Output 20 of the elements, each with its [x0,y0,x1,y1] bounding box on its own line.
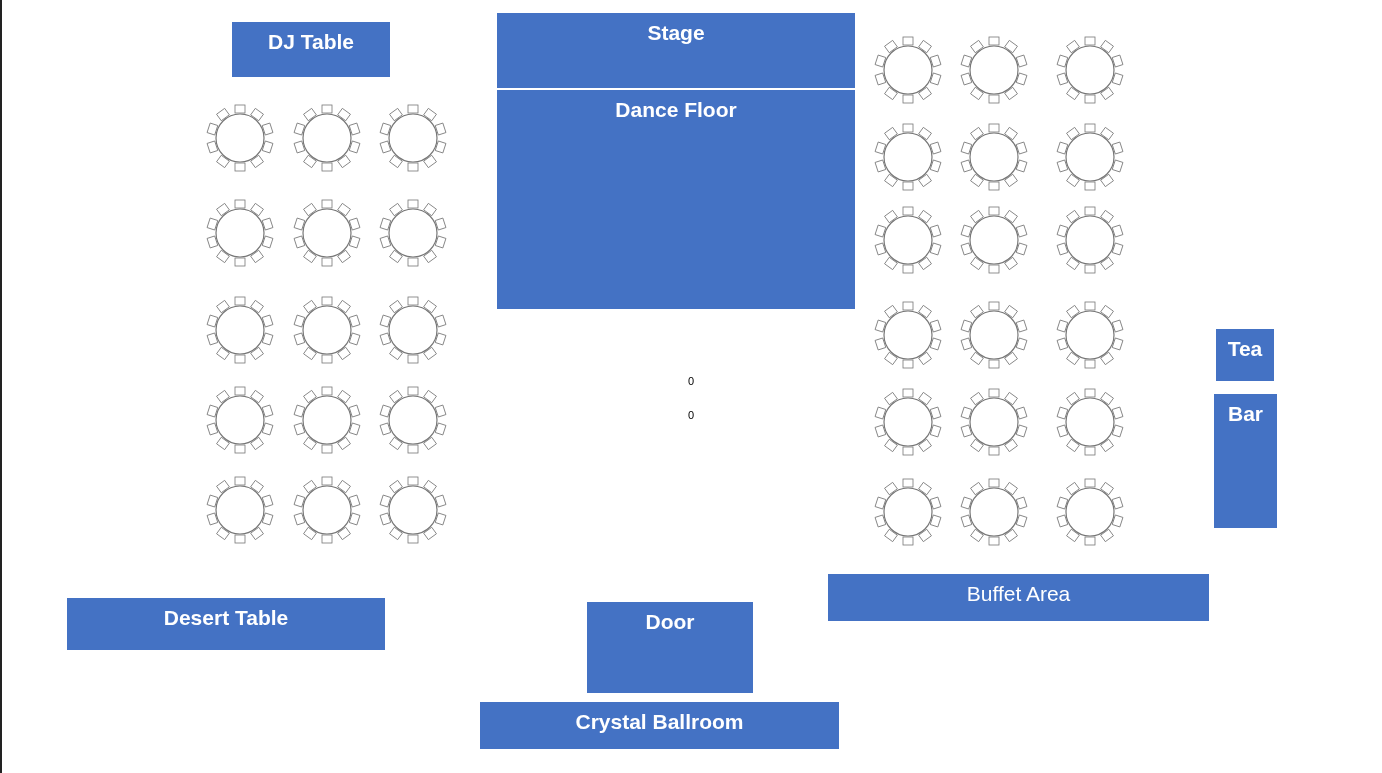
area-label: Desert Table [163,606,289,630]
area-label: Buffet Area [966,582,1071,606]
number-label: 0 [688,409,695,421]
area-label: Door [645,610,695,634]
area-label: Stage [647,21,705,45]
area-label: Tea [1227,337,1263,361]
buffet-area [828,574,1209,621]
tea-station [1216,329,1274,381]
dj-table-area [232,22,390,77]
area-label: DJ Table [268,30,354,54]
dessert-table-area [67,598,385,650]
bar-counter [1214,394,1277,528]
ballroom-name-banner [480,702,839,749]
area-label: Dance Floor [615,98,737,122]
area-label: Crystal Ballroom [575,710,744,734]
door-area [587,602,753,693]
stage-area [497,13,855,89]
dance-floor-area [497,90,855,309]
area-label: Bar [1228,402,1263,426]
number-label: 0 [688,375,695,387]
